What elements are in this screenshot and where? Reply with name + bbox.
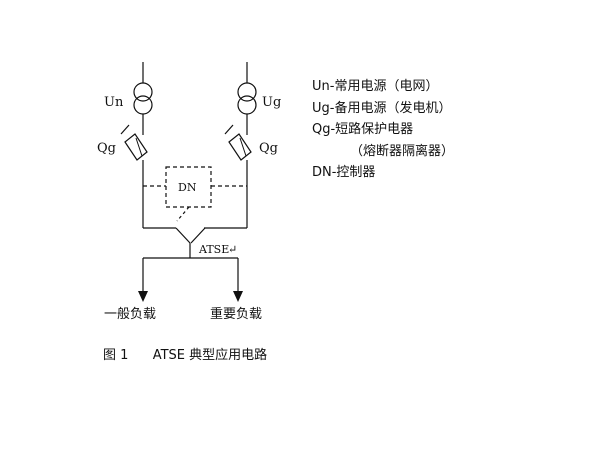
atse-switch: ATSE ↵ [143,227,247,258]
source-un: Un [104,62,153,126]
breaker-qg-left-label: Qg [97,141,116,156]
load-general-label: 一般负载 [104,306,156,322]
legend-item-qg-note: （熔断器隔离器） [350,143,455,159]
atse-return-mark: ↵ [228,243,237,256]
figure-number: 图 1 [103,348,129,363]
controller-dn-label: DN [178,181,197,194]
legend-item-dn: DN-控制器 [312,165,376,180]
legend-item-un: Un-常用电源（电网） [312,79,439,94]
controller-dn: DN [143,166,247,222]
legend: Un-常用电源（电网） Ug-备用电源（发电机） Qg-短路保护电器 （熔断器隔… [312,76,454,184]
load-critical-label: 重要负载 [210,306,262,322]
legend-item-qg: Qg-短路保护电器 [312,122,414,137]
atse-label: ATSE [198,243,229,256]
figure-title: ATSE 典型应用电路 [152,348,268,363]
source-ug-label: Ug [262,95,281,110]
breaker-qg-right: Qg [224,124,278,228]
breaker-qg-right-label: Qg [259,141,278,156]
source-ug: Ug [237,62,281,126]
output-bus [138,257,243,302]
breaker-qg-left: Qg [97,124,148,228]
legend-item-ug: Ug-备用电源（发电机） [312,100,452,116]
figure-caption: 图 1 ATSE 典型应用电路 [103,344,267,363]
source-un-label: Un [104,95,124,110]
